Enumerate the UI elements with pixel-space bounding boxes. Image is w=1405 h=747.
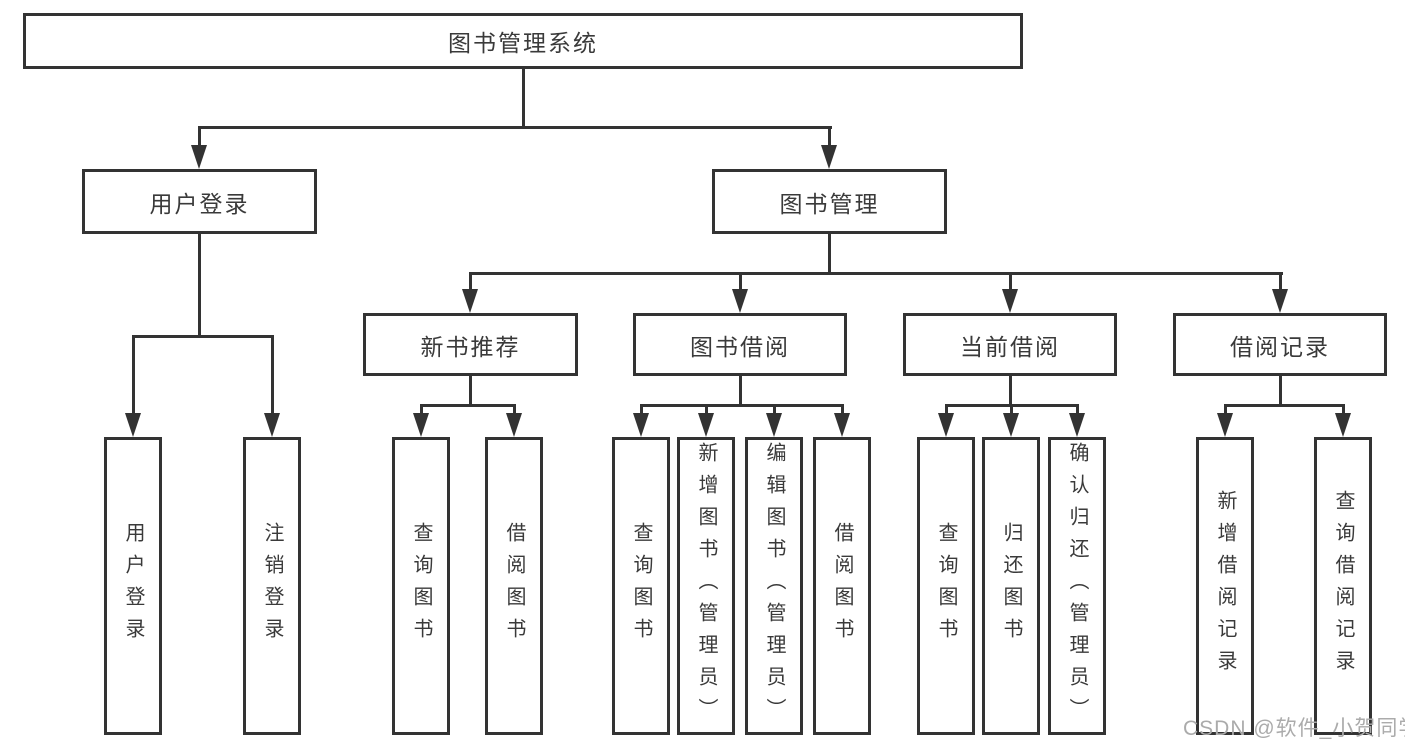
connector-borrowing-drop-2 [705, 407, 708, 415]
connector-borrowing-drop-4 [841, 407, 844, 415]
connector-root-stem [522, 69, 525, 129]
leaf-add-borrow-record: 新增借阅记录 [1196, 437, 1254, 735]
arrowhead-icon [698, 413, 714, 437]
leaf-query-books-recommend-label: 查询图书 [410, 522, 432, 650]
arrowhead-icon [821, 145, 837, 169]
connector-records-rail [1224, 404, 1345, 407]
leaf-borrow-books-recommend: 借阅图书 [485, 437, 543, 735]
connector-borrowing-drop-3 [773, 407, 776, 415]
connector-bookmgmt-stem [828, 234, 831, 275]
arrowhead-icon [834, 413, 850, 437]
leaf-return-book-label: 归还图书 [1000, 522, 1022, 650]
connector-userlogin-drop-2 [271, 338, 274, 415]
connector-borrowing-stem [739, 376, 742, 407]
arrowhead-icon [1003, 413, 1019, 437]
connector-bookmgmt-drop-1 [469, 275, 472, 291]
connector-current-stem [1009, 376, 1012, 407]
connector-root-drop-left [198, 129, 201, 147]
leaf-confirm-return-admin: 确认归还（管理员） [1048, 437, 1106, 735]
leaf-user-login: 用户登录 [104, 437, 162, 735]
connector-recommend-drop-1 [420, 407, 423, 415]
node-borrowing-records: 借阅记录 [1173, 313, 1387, 376]
node-current-borrowing-label: 当前借阅 [960, 333, 1060, 360]
node-user-login-label: 用户登录 [149, 190, 250, 217]
leaf-add-borrow-record-label: 新增借阅记录 [1214, 490, 1236, 682]
connector-bookmgmt-drop-4 [1279, 275, 1282, 291]
node-new-book-recommend: 新书推荐 [363, 313, 578, 376]
leaf-borrow-books-borrowing: 借阅图书 [813, 437, 871, 735]
connector-bookmgmt-rail [469, 272, 1283, 275]
leaf-logout: 注销登录 [243, 437, 301, 735]
leaf-confirm-return-admin-label: 确认归还（管理员） [1066, 442, 1088, 730]
arrowhead-icon [1272, 289, 1288, 313]
connector-bookmgmt-drop-3 [1009, 275, 1012, 291]
connector-bookmgmt-drop-2 [739, 275, 742, 291]
node-new-book-recommend-label: 新书推荐 [420, 333, 521, 360]
arrowhead-icon [766, 413, 782, 437]
arrowhead-icon [191, 145, 207, 169]
connector-recommend-drop-2 [513, 407, 516, 415]
connector-userlogin-stem [198, 234, 201, 338]
connector-current-rail [945, 404, 1079, 407]
node-library-system: 图书管理系统 [23, 13, 1023, 69]
connector-borrowing-rail [640, 404, 844, 407]
arrowhead-icon [633, 413, 649, 437]
leaf-edit-book-admin: 编辑图书（管理员） [745, 437, 803, 735]
leaf-borrow-books-recommend-label: 借阅图书 [503, 522, 525, 650]
connector-current-drop-3 [1076, 407, 1079, 415]
connector-recommend-stem [469, 376, 472, 407]
leaf-query-books-current: 查询图书 [917, 437, 975, 735]
leaf-query-books-current-label: 查询图书 [935, 522, 957, 650]
node-library-system-label: 图书管理系统 [448, 30, 598, 56]
leaf-logout-label: 注销登录 [261, 522, 283, 650]
connector-records-drop-1 [1224, 407, 1227, 415]
node-book-borrowing: 图书借阅 [633, 313, 847, 376]
leaf-query-borrow-record: 查询借阅记录 [1314, 437, 1372, 735]
leaf-query-books-borrowing-label: 查询图书 [630, 522, 652, 650]
node-user-login: 用户登录 [82, 169, 317, 234]
node-current-borrowing: 当前借阅 [903, 313, 1117, 376]
leaf-user-login-label: 用户登录 [122, 522, 144, 650]
arrowhead-icon [264, 413, 280, 437]
arrowhead-icon [1335, 413, 1351, 437]
node-book-borrowing-label: 图书借阅 [690, 333, 790, 360]
arrowhead-icon [938, 413, 954, 437]
arrowhead-icon [506, 413, 522, 437]
node-borrowing-records-label: 借阅记录 [1230, 333, 1330, 360]
arrowhead-icon [1217, 413, 1233, 437]
leaf-borrow-books-borrowing-label: 借阅图书 [831, 522, 853, 650]
csdn-watermark: CSDN @软件_小贺同学 [1183, 717, 1405, 740]
arrowhead-icon [732, 289, 748, 313]
connector-root-rail [198, 126, 832, 129]
connector-borrowing-drop-1 [640, 407, 643, 415]
arrowhead-icon [1002, 289, 1018, 313]
arrowhead-icon [125, 413, 141, 437]
arrowhead-icon [462, 289, 478, 313]
connector-root-drop-right [828, 129, 831, 147]
connector-recommend-rail [420, 404, 516, 407]
node-book-management-label: 图书管理 [779, 190, 880, 217]
leaf-add-book-admin: 新增图书（管理员） [677, 437, 735, 735]
arrowhead-icon [413, 413, 429, 437]
leaf-query-borrow-record-label: 查询借阅记录 [1332, 490, 1354, 682]
leaf-query-books-borrowing: 查询图书 [612, 437, 670, 735]
leaf-query-books-recommend: 查询图书 [392, 437, 450, 735]
arrowhead-icon [1069, 413, 1085, 437]
connector-userlogin-drop-1 [132, 338, 135, 415]
connector-current-drop-1 [945, 407, 948, 415]
connector-records-stem [1279, 376, 1282, 407]
leaf-return-book: 归还图书 [982, 437, 1040, 735]
connector-current-drop-2 [1010, 407, 1013, 415]
leaf-add-book-admin-label: 新增图书（管理员） [695, 442, 717, 730]
leaf-edit-book-admin-label: 编辑图书（管理员） [763, 442, 785, 730]
connector-userlogin-rail [132, 335, 274, 338]
node-book-management: 图书管理 [712, 169, 947, 234]
connector-records-drop-2 [1342, 407, 1345, 415]
